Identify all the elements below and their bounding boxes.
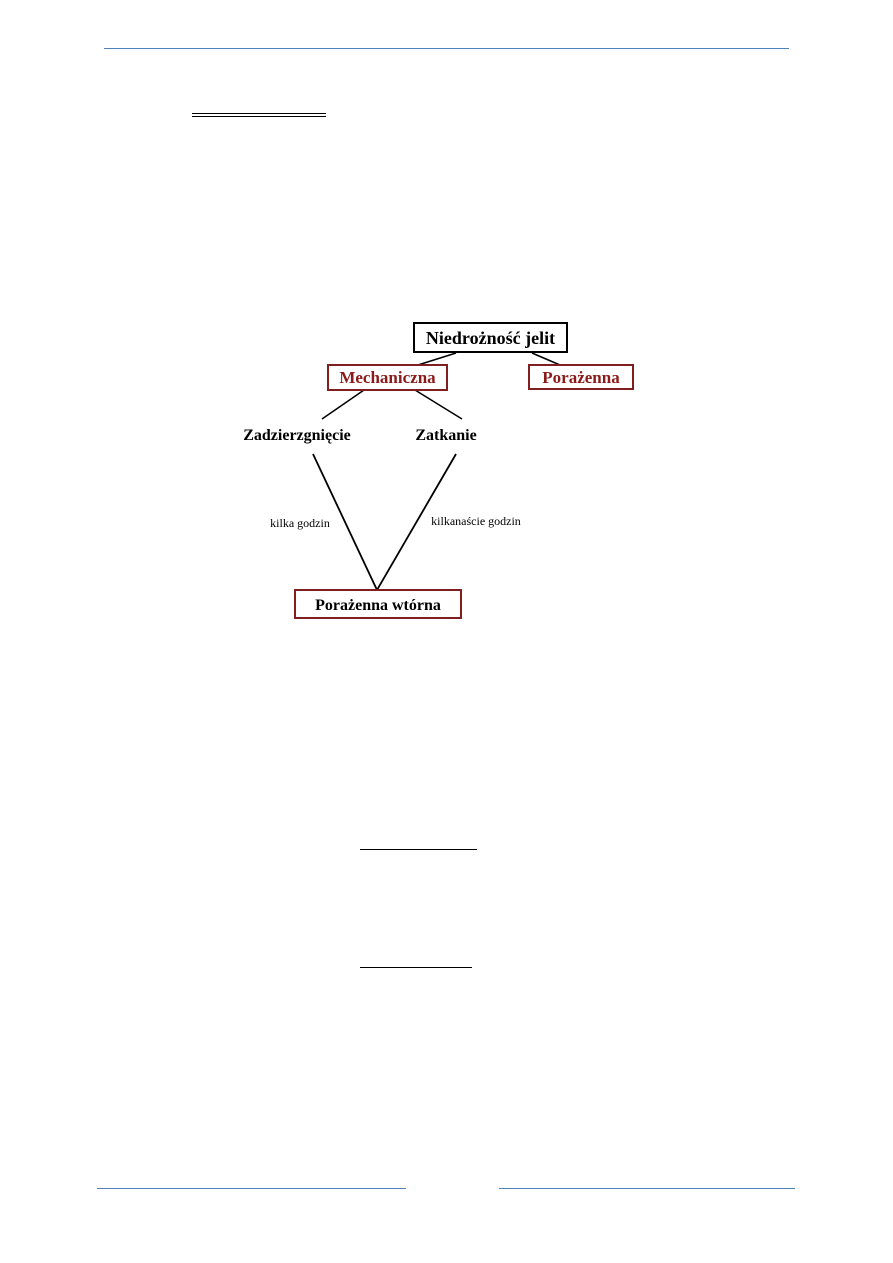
edge-label-few-hours: kilka godzin <box>270 516 330 530</box>
obstruction-label: Zatkanie <box>415 427 476 444</box>
edge-obstruction-secondary <box>376 453 457 591</box>
paralytic-label: Porażenna <box>542 368 620 387</box>
secondary-box <box>294 589 462 619</box>
footer-rule-left <box>97 1188 406 1189</box>
root-label: Niedrożność jelit <box>426 328 555 348</box>
edge-strangulation-secondary <box>312 453 378 591</box>
strangulation-label: Zadzierzgnięcie <box>243 427 351 444</box>
secondary-label: Porażenna wtórna <box>315 597 441 614</box>
mechanical-box <box>327 364 448 391</box>
heading-underline-top-2 <box>192 116 326 117</box>
edge-root-paralytic <box>531 352 561 366</box>
paralytic-box <box>528 364 634 390</box>
mechanical-label: Mechaniczna <box>339 368 436 387</box>
section-underline-2 <box>360 967 472 968</box>
edge-label-dozen-hours: kilkanaście godzin <box>431 514 521 528</box>
section-underline-1 <box>360 849 477 850</box>
edge-mechanical-obstruction <box>414 389 463 420</box>
footer-rule-right <box>499 1188 795 1189</box>
edge-root-mechanical <box>417 352 457 366</box>
heading-underline-top <box>192 113 326 114</box>
edge-mechanical-strangulation <box>321 389 365 420</box>
header-rule <box>104 48 789 49</box>
root-box <box>413 322 568 353</box>
